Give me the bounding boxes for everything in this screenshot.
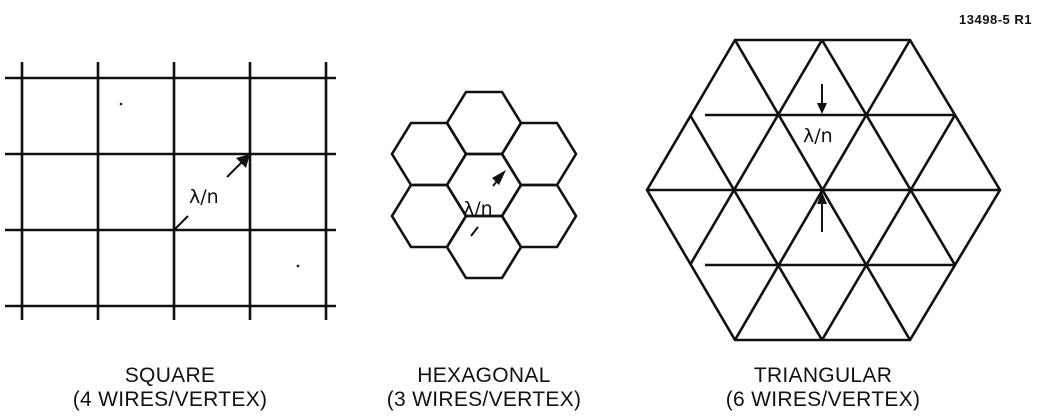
- speck-2: [296, 264, 300, 268]
- hexagonal-caption: HEXAGONAL (3 WIRES/VERTEX): [364, 364, 604, 412]
- tri-diag-dr-1: [820, 39, 957, 266]
- square-title: SQUARE: [124, 364, 216, 387]
- square-caption: SQUARE (4 WIRES/VERTEX): [12, 364, 328, 412]
- tri-spacing-label: λ/n: [803, 125, 833, 147]
- speck-1: [119, 102, 123, 106]
- hexagonal-title: HEXAGONAL: [417, 364, 551, 387]
- hex-cell-bottom: [445, 214, 523, 280]
- square-grid: λ/n: [5, 62, 336, 320]
- hex-arrowhead-upper: [492, 170, 506, 185]
- square-arrowhead: [236, 154, 250, 168]
- tri-diag-dl-2: [733, 39, 912, 341]
- tri-diag-dr-3: [688, 114, 824, 341]
- square-spacing-label: λ/n: [189, 186, 219, 208]
- hex-spacing-label: λ/n: [463, 198, 493, 220]
- hex-cell-upper-right: [500, 121, 578, 187]
- square-arrow-lower: [173, 215, 189, 231]
- tri-arrowhead-bottom: [817, 192, 827, 204]
- triangular-grid: λ/n: [645, 38, 1002, 342]
- tri-diag-dl-1: [688, 39, 824, 266]
- hex-cell-upper-left: [390, 121, 468, 187]
- triangular-detail: (6 WIRES/VERTEX): [725, 388, 921, 411]
- hex-cell-lower-left: [390, 183, 468, 249]
- triangular-title: TRIANGULAR: [753, 364, 893, 387]
- hex-cell-lower-right: [500, 183, 578, 249]
- triangular-caption: TRIANGULAR (6 WIRES/VERTEX): [680, 364, 966, 412]
- hex-cell-top: [445, 90, 523, 156]
- figure-id: 13498-5 R1: [959, 12, 1032, 27]
- square-detail: (4 WIRES/VERTEX): [72, 388, 268, 411]
- hex-arrow-lower: [470, 226, 479, 237]
- tri-diag-dl-3: [820, 114, 957, 341]
- tri-arrowhead-top: [817, 103, 827, 114]
- hexagonal-grid: λ/n: [390, 90, 578, 280]
- hexagonal-detail: (3 WIRES/VERTEX): [386, 388, 582, 411]
